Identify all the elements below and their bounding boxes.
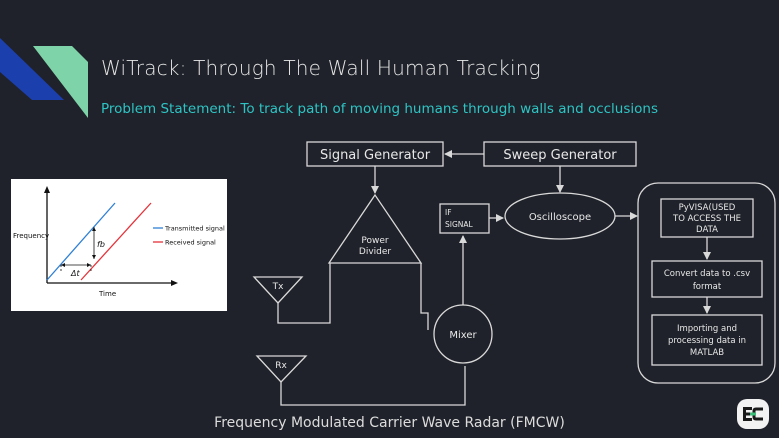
rx-label: Rx xyxy=(275,361,287,371)
tx-antenna: Tx xyxy=(252,276,304,304)
rx-antenna: Rx xyxy=(255,355,308,383)
legend-received: Received signal xyxy=(165,239,216,247)
pyvisa-label-1: PyVISA(USED xyxy=(679,203,736,213)
diagram-caption: Frequency Modulated Carrier Wave Radar (… xyxy=(214,415,565,431)
ec-logo-icon xyxy=(737,399,769,429)
transmitted-signal-line xyxy=(46,202,116,281)
problem-statement: Problem Statement: To track path of movi… xyxy=(101,101,658,117)
inset-xlabel: Time xyxy=(98,290,116,298)
convert-label-1: Convert data to .csv xyxy=(664,269,750,279)
oscilloscope-block: Oscilloscope xyxy=(504,192,616,240)
fmcw-inset-svg: Δt fb Frequency Time Transmitted signal … xyxy=(13,186,225,298)
pyvisa-label-2: TO ACCESS THE xyxy=(672,214,741,224)
signal-generator-block: Signal Generator xyxy=(306,141,444,167)
oscilloscope-label: Oscilloscope xyxy=(529,212,591,223)
received-signal-line xyxy=(80,202,152,281)
importing-label-2: processing data in xyxy=(668,336,746,346)
power-divider-label-2: Divider xyxy=(359,247,392,257)
if-signal-block: IF SIGNAL xyxy=(439,203,490,234)
delay-label: Δt xyxy=(70,269,80,278)
slide-title: WiTrack: Through The Wall Human Tracking xyxy=(101,56,541,80)
pyvisa-block: PyVISA(USED TO ACCESS THE DATA xyxy=(660,198,754,238)
convert-block: Convert data to .csv format xyxy=(651,260,763,298)
mixer-block: Mixer xyxy=(433,304,493,364)
mixer-label: Mixer xyxy=(449,330,477,341)
inset-y-arrow-icon xyxy=(44,186,50,193)
beat-label: fb xyxy=(97,240,105,249)
power-divider-label-1: Power xyxy=(361,236,389,246)
sweep-generator-block: Sweep Generator xyxy=(483,141,637,167)
if-signal-label-2: SIGNAL xyxy=(445,220,474,229)
inset-ylabel: Frequency xyxy=(13,232,49,240)
power-divider-block: Power Divider xyxy=(327,193,423,264)
sweep-generator-label: Sweep Generator xyxy=(503,148,617,163)
pyvisa-label-3: DATA xyxy=(696,225,718,235)
importing-block: Importing and processing data in MATLAB xyxy=(651,314,763,366)
processing-container xyxy=(637,182,776,384)
divider-to-mixer-wire xyxy=(420,263,429,330)
fmcw-inset-plot: Δt fb Frequency Time Transmitted signal … xyxy=(11,179,227,311)
if-signal-label-1: IF xyxy=(445,208,452,217)
divider-to-tx-wire xyxy=(277,263,331,324)
tx-label: Tx xyxy=(272,282,284,292)
legend-transmitted: Transmitted signal xyxy=(164,225,225,233)
inset-x-arrow-icon xyxy=(171,280,178,286)
signal-generator-label: Signal Generator xyxy=(320,148,431,163)
importing-label-3: MATLAB xyxy=(690,348,724,358)
rx-to-mixer-wire xyxy=(280,366,466,406)
corner-decoration-icon xyxy=(0,38,88,118)
importing-label-1: Importing and xyxy=(677,324,737,334)
convert-label-2: format xyxy=(693,282,722,292)
